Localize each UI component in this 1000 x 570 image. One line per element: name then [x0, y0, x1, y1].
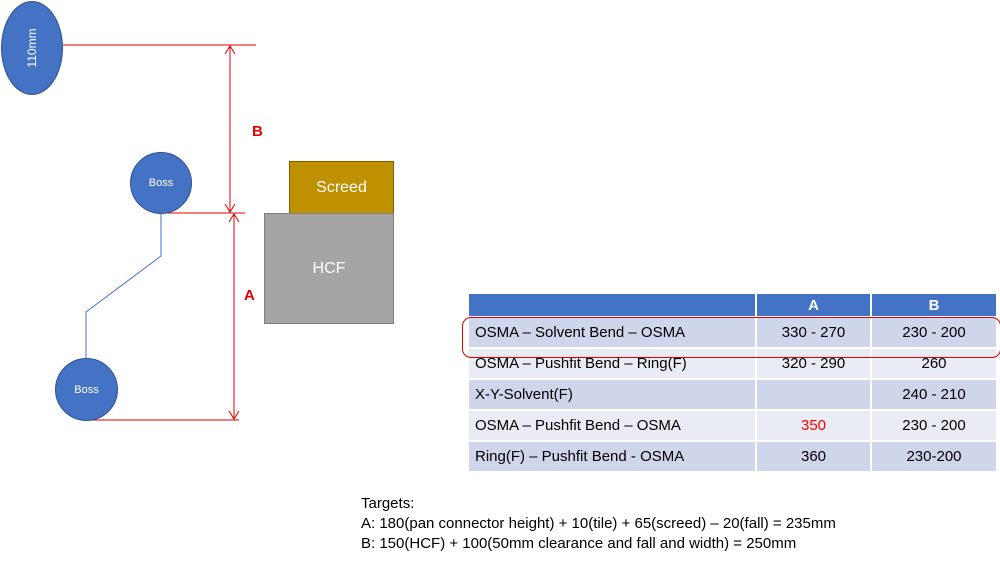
boss-upper-label: Boss [148, 177, 174, 189]
row-name-cell: Ring(F) – Pushfit Bend - OSMA [469, 440, 757, 471]
row-name-cell: X-Y-Solvent(F) [469, 378, 757, 410]
screed-label: Screed [316, 178, 367, 196]
b-arrowhead-top [224, 45, 236, 55]
boss-lower-label: Boss [74, 383, 99, 396]
table-row: Ring(F) – Pushfit Bend - OSMA 360 230-20… [469, 440, 996, 471]
row-b-cell: 260 [871, 347, 996, 379]
a-arrowhead-bottom [228, 410, 240, 420]
row-b-cell: 230-200 [871, 440, 996, 471]
row-name-cell: OSMA – Pushfit Bend – OSMA [469, 409, 757, 441]
a-arrowhead-top [228, 213, 240, 223]
row-name-cell: OSMA – Pushfit Bend – Ring(F) [469, 347, 757, 379]
screed-block: Screed [289, 161, 394, 214]
pipe-110mm: 110mm [1, 1, 63, 95]
row-b-cell: 240 - 210 [871, 378, 996, 410]
targets-notes: Targets: A: 180(pan connector height) + … [361, 494, 836, 554]
pipe-run [85, 213, 162, 358]
row-b-cell: 230 - 200 [871, 316, 996, 348]
header-a-cell: A [756, 294, 872, 317]
dimension-a-label: A [244, 287, 255, 304]
row-a-cell: 320 - 290 [756, 347, 872, 379]
table-row: X-Y-Solvent(F) 240 - 210 [469, 378, 996, 410]
row-name-cell: OSMA – Solvent Bend – OSMA [469, 316, 757, 348]
dimension-b-label: B [252, 123, 263, 140]
targets-line-b: B: 150(HCF) + 100(50mm clearance and fal… [361, 535, 797, 552]
pipe-110mm-label: 110mm [25, 28, 39, 68]
boss-lower: Boss [55, 358, 118, 421]
row-a-cell-highlighted-value: 350 [756, 409, 872, 441]
row-a-cell [756, 378, 872, 410]
table-row: OSMA – Solvent Bend – OSMA 330 - 270 230… [469, 316, 996, 348]
row-a-cell: 360 [756, 440, 872, 471]
b-arrowhead-bottom [224, 203, 236, 213]
row-a-cell: 330 - 270 [756, 316, 872, 348]
hcf-label: HCF [312, 259, 346, 277]
boss-upper: Boss [130, 152, 192, 214]
header-b-cell: B [871, 294, 996, 317]
results-table: A B OSMA – Solvent Bend – OSMA 330 - 270… [469, 294, 996, 471]
hcf-block: HCF [264, 213, 394, 324]
table-row: OSMA – Pushfit Bend – OSMA 350 230 - 200 [469, 409, 996, 441]
targets-heading: Targets: [361, 495, 415, 512]
targets-line-a: A: 180(pan connector height) + 10(tile) … [361, 515, 836, 532]
table-row: OSMA – Pushfit Bend – Ring(F) 320 - 290 … [469, 347, 996, 379]
table-header-row: A B [469, 294, 996, 317]
header-name-cell [469, 294, 757, 317]
row-b-cell: 230 - 200 [871, 409, 996, 441]
